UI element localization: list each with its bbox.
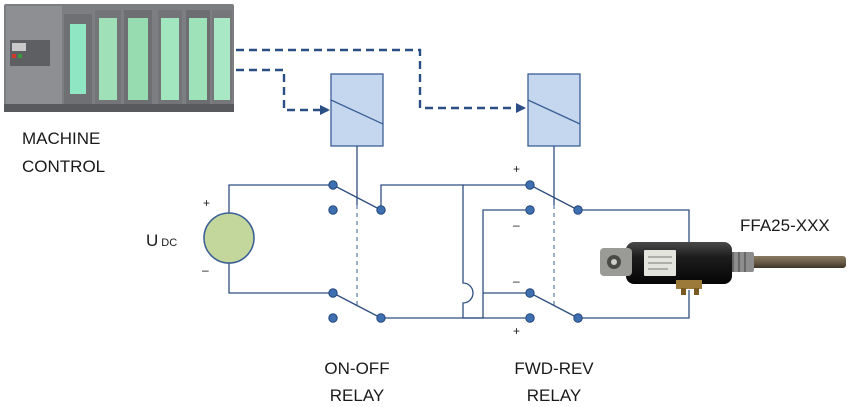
on-off-blade-bottom — [332, 292, 382, 319]
contact-node — [525, 205, 535, 215]
contact-node — [573, 205, 583, 215]
on-off-blade-top — [332, 184, 382, 211]
on-off-relay-coil — [330, 73, 384, 147]
on-off-relay-label-line2: RELAY — [330, 386, 385, 405]
machine-control-label-line1: MACHINE — [22, 129, 100, 148]
linear-actuator-image — [600, 242, 846, 295]
contact-node — [328, 205, 338, 215]
contact-node — [525, 288, 535, 298]
wire-on-off-top-out — [380, 184, 474, 318]
contact-node — [328, 313, 338, 323]
source-minus-sign: – — [202, 263, 209, 277]
fwd-top-plus-sign: + — [513, 162, 520, 176]
fwd-rev-relay-coil — [527, 73, 581, 147]
fwd-rev-blade-top — [529, 184, 579, 211]
contact-node — [376, 205, 386, 215]
actuator-model-label: FFA25-XXX — [740, 216, 830, 235]
contact-node — [525, 180, 535, 190]
fwd-rev-relay-label-line2: RELAY — [527, 386, 582, 405]
contact-node — [376, 313, 386, 323]
fwd-rev-blade-bottom — [529, 292, 579, 319]
on-off-relay-label-line1: ON-OFF — [324, 359, 389, 378]
machine-control-label-line2: CONTROL — [22, 157, 105, 176]
machine-control-plc-image — [4, 4, 234, 112]
wire-source-minus — [228, 263, 333, 294]
fwd-top-minus-sign: – — [513, 218, 520, 232]
contact-node — [328, 180, 338, 190]
contact-node — [328, 288, 338, 298]
fwd-bottom-minus-sign: – — [513, 274, 520, 288]
fwd-rev-relay-label-line1: FWD-REV — [514, 359, 594, 378]
contact-node — [573, 313, 583, 323]
wire-on-off-bottom-out — [381, 209, 530, 319]
control-line-on-off — [236, 68, 330, 115]
wire-source-plus — [228, 184, 333, 213]
contact-node — [525, 313, 535, 323]
dc-voltage-source-symbol — [203, 212, 255, 264]
source-plus-sign: + — [203, 196, 210, 210]
contact-nodes — [328, 180, 583, 323]
wire-actuator-top — [578, 209, 690, 244]
wire-actuator-bottom — [578, 290, 690, 319]
fwd-bottom-plus-sign: + — [513, 324, 520, 338]
control-line-fwd-rev — [236, 48, 526, 113]
